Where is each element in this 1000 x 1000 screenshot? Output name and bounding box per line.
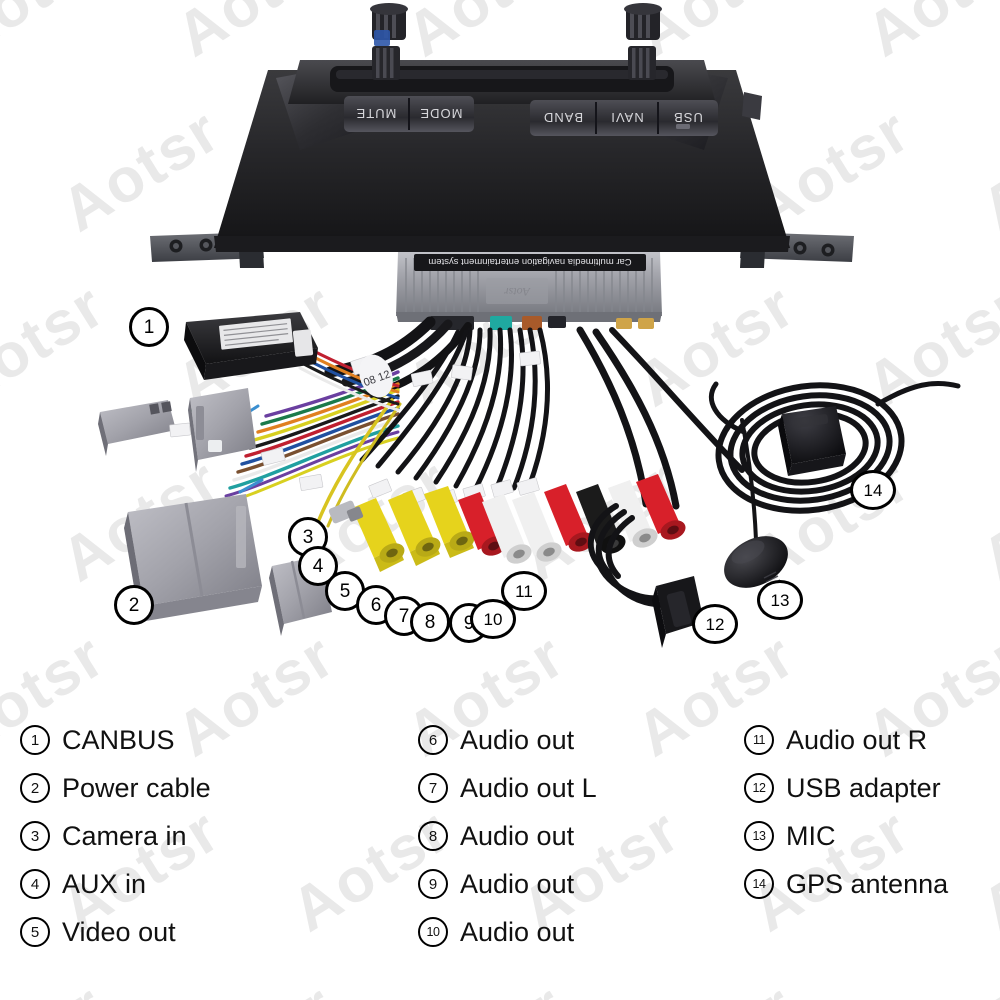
rca-red-1 bbox=[458, 492, 507, 556]
legend-column-3: 11 Audio out R 12 USB adapter 13 MIC 14 GPS ant… bbox=[744, 716, 948, 908]
legend-number-8: 8 bbox=[418, 821, 448, 851]
rca-red-3 bbox=[636, 474, 686, 540]
legend-number-7: 7 bbox=[418, 773, 448, 803]
legend-number-1: 1 bbox=[20, 725, 50, 755]
legend-label-8: Audio out bbox=[460, 820, 575, 851]
legend-column-1: 1 CANBUS 2 Power cable 3 Camera in 4 AUX in 5 Vid… bbox=[20, 716, 211, 956]
callout-marker-gps-antenna[interactable]: 14 bbox=[850, 470, 896, 510]
button-label-usb: USB bbox=[673, 110, 703, 125]
legend-number-4: 4 bbox=[20, 869, 50, 899]
callout-marker-power-cable[interactable]: 2 bbox=[114, 585, 154, 625]
callout-marker-video-out[interactable]: 5 bbox=[325, 571, 365, 611]
legend-number-12: 12 bbox=[744, 773, 774, 803]
legend-number-11: 11 bbox=[744, 725, 774, 755]
legend-number-13: 13 bbox=[744, 821, 774, 851]
legend-item-12[interactable]: 12 USB adapter bbox=[744, 764, 948, 812]
callout-marker-mic[interactable]: 13 bbox=[757, 580, 803, 620]
mic bbox=[724, 536, 788, 588]
legend-label-6: Audio out bbox=[460, 724, 575, 755]
callout-marker-audio-out-10[interactable]: 10 bbox=[470, 599, 516, 639]
rca-white-2 bbox=[512, 492, 562, 562]
legend-item-8[interactable]: 8 Audio out bbox=[418, 812, 597, 860]
legend-item-14[interactable]: 14 GPS antenna bbox=[744, 860, 948, 908]
legend-item-1[interactable]: 1 CANBUS bbox=[20, 716, 211, 764]
faceplate-button-group-right: BAND NAVI USB bbox=[530, 100, 718, 136]
wire-harness bbox=[190, 316, 758, 542]
rca-connector-cluster bbox=[352, 474, 686, 572]
connector-mid bbox=[188, 388, 256, 472]
chassis-label-text: Car multimedia navigation entertainment … bbox=[428, 256, 631, 267]
gps-antenna bbox=[715, 380, 961, 514]
rca-yellow-2 bbox=[388, 490, 441, 566]
legend-number-10: 10 bbox=[418, 917, 448, 947]
legend-label-5: Video out bbox=[62, 916, 176, 947]
legend-number-9: 9 bbox=[418, 869, 448, 899]
legend-label-2: Power cable bbox=[62, 772, 211, 803]
chassis-heatsink: Car multimedia navigation entertainment … bbox=[396, 252, 662, 322]
callout-marker-audio-out-8[interactable]: 8 bbox=[410, 602, 450, 642]
legend-item-5[interactable]: 5 Video out bbox=[20, 908, 211, 956]
callout-marker-audio-out-r[interactable]: 11 bbox=[501, 571, 547, 611]
rca-yellow-3 bbox=[424, 486, 475, 558]
rca-white-1 bbox=[482, 494, 532, 564]
cable-ferrule: 08 12 bbox=[359, 354, 393, 398]
legend-number-3: 3 bbox=[20, 821, 50, 851]
shroud-post-inner-left bbox=[372, 46, 400, 80]
legend-number-14: 14 bbox=[744, 869, 774, 899]
connector-small-upper bbox=[98, 400, 176, 456]
legend-label-14: GPS antenna bbox=[786, 868, 949, 899]
legend-label-7: Audio out L bbox=[460, 772, 597, 803]
legend-item-3[interactable]: 3 Camera in bbox=[20, 812, 211, 860]
legend-label-9: Audio out bbox=[460, 868, 575, 899]
legend: 1 CANBUS 2 Power cable 3 Camera in 4 AUX in 5 Vid… bbox=[0, 706, 1000, 1000]
legend-label-13: MIC bbox=[786, 820, 836, 851]
rca-red-2 bbox=[544, 484, 594, 552]
legend-number-5: 5 bbox=[20, 917, 50, 947]
shroud-post-right bbox=[624, 3, 662, 40]
legend-number-6: 6 bbox=[418, 725, 448, 755]
legend-item-13[interactable]: 13 MIC bbox=[744, 812, 948, 860]
rca-yellow-1 bbox=[352, 498, 405, 572]
legend-item-10[interactable]: 10 Audio out bbox=[418, 908, 597, 956]
legend-item-2[interactable]: 2 Power cable bbox=[20, 764, 211, 812]
rca-white-3 bbox=[608, 480, 658, 548]
faceplate-button-group-left: MUTE MODE bbox=[344, 96, 474, 132]
connector-main bbox=[124, 494, 262, 622]
canbus-label bbox=[219, 318, 293, 350]
legend-item-9[interactable]: 9 Audio out bbox=[418, 860, 597, 908]
legend-item-11[interactable]: 11 Audio out R bbox=[744, 716, 948, 764]
button-label-mode: MODE bbox=[420, 106, 463, 121]
legend-number-2: 2 bbox=[20, 773, 50, 803]
callout-marker-usb-adapter[interactable]: 12 bbox=[692, 604, 738, 644]
legend-item-6[interactable]: 6 Audio out bbox=[418, 716, 597, 764]
product-diagram: MUTE MODE BAND NAVI USB bbox=[98, 3, 961, 648]
legend-label-3: Camera in bbox=[62, 820, 187, 851]
head-unit-shroud bbox=[214, 60, 790, 252]
shroud-post-inner-right bbox=[628, 46, 656, 80]
legend-label-12: USB adapter bbox=[786, 772, 941, 803]
legend-label-4: AUX in bbox=[62, 868, 147, 899]
canbus-module bbox=[184, 312, 318, 380]
chassis-brand-text: Aotsr bbox=[504, 285, 531, 299]
legend-label-10: Audio out bbox=[460, 916, 575, 947]
button-label-navi: NAVI bbox=[610, 110, 643, 125]
legend-item-4[interactable]: 4 AUX in bbox=[20, 860, 211, 908]
legend-item-7[interactable]: 7 Audio out L bbox=[418, 764, 597, 812]
legend-label-11: Audio out R bbox=[786, 724, 928, 755]
button-label-band: BAND bbox=[543, 110, 583, 125]
callout-marker-canbus-module[interactable]: 1 bbox=[129, 307, 169, 347]
shroud-sticker bbox=[374, 30, 390, 46]
button-label-mute: MUTE bbox=[356, 106, 397, 121]
legend-label-1: CANBUS bbox=[62, 724, 175, 755]
camera-in-plug bbox=[328, 500, 364, 524]
